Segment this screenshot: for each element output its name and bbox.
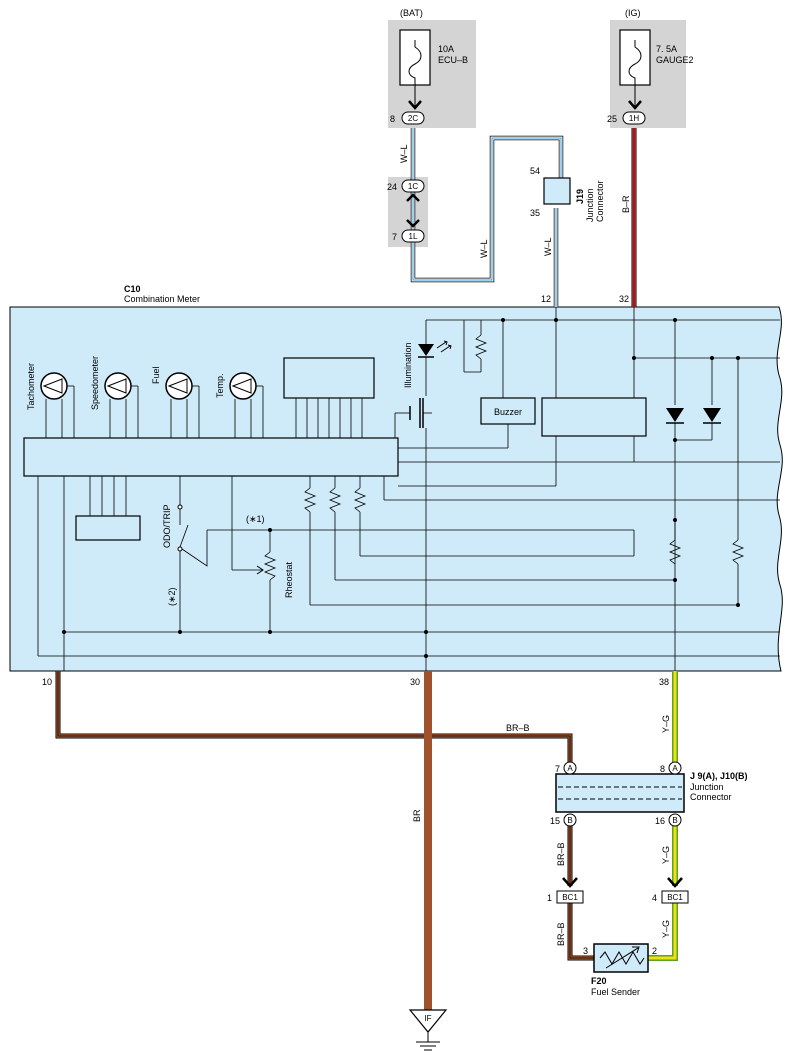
junction-name2: Connector xyxy=(690,792,732,802)
connector-1c xyxy=(401,179,425,193)
junction-code: J 9(A), J10(B) xyxy=(690,771,748,781)
rheostat-label: Rheostat xyxy=(284,561,294,598)
fuel-gauge xyxy=(165,372,200,438)
junction-mark-b-left: B xyxy=(567,816,572,825)
wire-label-y-g-mid: Y–G xyxy=(661,846,671,864)
bc1-pin-right: 4 xyxy=(652,893,657,903)
ground-symbol xyxy=(408,1009,448,1051)
meter-code: C10 xyxy=(124,284,141,294)
junction-name1: Junction xyxy=(690,782,724,792)
odo-trip-label: ODO/TRIP xyxy=(162,504,172,548)
bc1-right-arrow xyxy=(667,877,683,888)
connector-1h-label: 1H xyxy=(629,114,639,123)
fuel-sender xyxy=(593,943,649,973)
ig-fuse-circuit: GAUGE2 xyxy=(656,55,694,65)
junction-pin-7: 7 xyxy=(555,764,560,774)
speedometer-label: Speedometer xyxy=(90,356,100,410)
j19-code: J19 xyxy=(575,189,585,204)
illumination-label: Illumination xyxy=(403,342,413,388)
note-2-label: (∗2) xyxy=(167,587,177,606)
bat-fuse xyxy=(399,29,431,110)
connector-1c-arrow xyxy=(406,193,420,202)
meter-internal-circuit xyxy=(23,307,780,671)
bc1-right-connector xyxy=(661,890,689,904)
bc1-left-connector xyxy=(556,890,584,904)
fuel-label: Fuel xyxy=(151,366,161,384)
connector-1l-arrow xyxy=(406,219,420,228)
junction-pin-16: 16 xyxy=(655,816,665,826)
wire-label-y-g-low: Y–G xyxy=(661,920,671,938)
speedometer-gauge xyxy=(104,372,139,438)
ground-label: IF xyxy=(424,1014,431,1023)
j19-connector xyxy=(543,177,571,205)
junction-mark-b-right: B xyxy=(672,816,677,825)
junction-pin-15: 15 xyxy=(550,816,560,826)
connector-2c-pin: 8 xyxy=(390,114,395,124)
connector-1h xyxy=(622,111,646,125)
ig-fuse xyxy=(619,29,651,110)
wire-label-br: BR xyxy=(412,809,422,822)
sender-pin-left: 3 xyxy=(583,946,588,956)
bat-fuse-circuit: ECU–B xyxy=(438,55,468,65)
j19-name1: Junction xyxy=(585,188,595,222)
connector-2c-label: 2C xyxy=(408,114,418,123)
wire-label-br-b-top: BR–B xyxy=(506,723,530,733)
junction-j9-j10 xyxy=(555,761,685,827)
wire-label-br-r: B–R xyxy=(621,195,631,213)
junction-mark-a-right: A xyxy=(672,764,678,773)
j19-name2: Connector xyxy=(595,180,605,222)
ig-fuse-rating: 7. 5A xyxy=(656,44,677,54)
y-g-wire xyxy=(648,671,678,961)
meter-pin-br: 32 xyxy=(619,294,629,304)
bat-source-label: (BAT) xyxy=(400,8,423,18)
tachometer-gauge xyxy=(40,372,75,438)
connector-1h-pin: 25 xyxy=(607,114,617,124)
meter-pin-left: 10 xyxy=(42,677,52,687)
sender-name: Fuel Sender xyxy=(591,987,640,997)
connector-1c-label: 1C xyxy=(408,182,418,191)
meter-pin-right: 38 xyxy=(659,677,669,687)
ig-source-label: (IG) xyxy=(625,8,641,18)
bat-fuse-rating: 10A xyxy=(438,44,454,54)
meter-name: Combination Meter xyxy=(124,294,200,304)
temp-gauge xyxy=(229,372,264,438)
temp-label: Temp. xyxy=(215,373,225,398)
sender-pin-right: 2 xyxy=(652,946,657,956)
wire-label-wl-b: W–L xyxy=(479,239,489,258)
wire-label-br-b-low: BR–B xyxy=(556,922,566,946)
meter-pin-ground: 30 xyxy=(410,677,420,687)
connector-2c xyxy=(401,111,425,125)
connector-1l-pin: 7 xyxy=(392,232,397,242)
bc1-left-label: BC1 xyxy=(562,893,578,902)
junction-pin-8: 8 xyxy=(660,764,665,774)
tachometer-label: Tachometer xyxy=(26,363,36,410)
br-b-wire xyxy=(55,671,594,961)
wl-wire xyxy=(410,128,564,307)
note-1-label: (∗1) xyxy=(246,514,265,524)
j19-pin-bottom: 35 xyxy=(530,208,540,218)
buzzer-label: Buzzer xyxy=(494,407,522,417)
bc1-left-arrow xyxy=(562,877,578,888)
bc1-right-label: BC1 xyxy=(667,893,683,902)
j19-pin-top: 54 xyxy=(530,166,540,176)
wire-label-wl-a: W–L xyxy=(399,144,409,163)
connector-1c-pin: 24 xyxy=(387,182,397,192)
junction-mark-a-left: A xyxy=(567,764,573,773)
meter-ic-block xyxy=(23,437,399,477)
sender-code: F20 xyxy=(591,976,607,986)
wire-label-y-g-top: Y–G xyxy=(661,715,671,733)
wire-label-wl-c: W–L xyxy=(543,237,553,256)
bc1-pin-left: 1 xyxy=(547,893,552,903)
connector-1l-label: 1L xyxy=(409,232,418,241)
wire-label-br-b-mid: BR–B xyxy=(556,842,566,866)
connector-1l xyxy=(401,229,425,243)
meter-pin-wl: 12 xyxy=(541,294,551,304)
